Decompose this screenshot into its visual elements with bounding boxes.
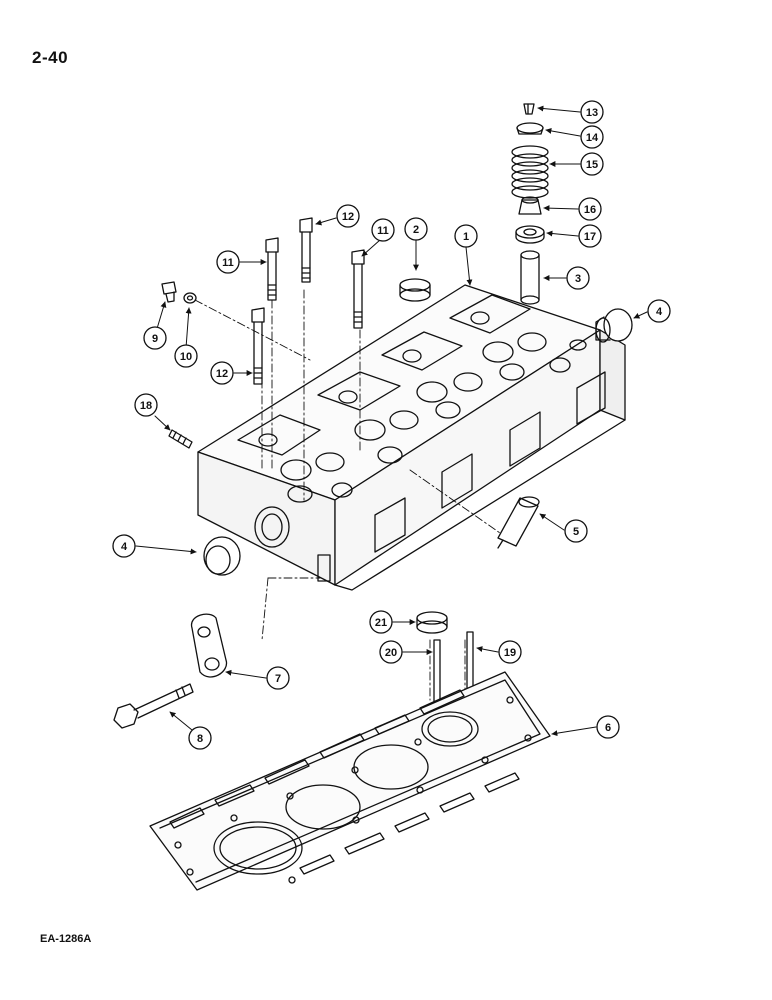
stud-18 bbox=[168, 429, 193, 449]
callout-13: 13 bbox=[580, 100, 604, 124]
callout-16: 16 bbox=[578, 197, 602, 221]
head-bolt-12-left bbox=[251, 307, 265, 385]
callout-4-left: 4 bbox=[112, 534, 136, 558]
expansion-plug-4-left bbox=[203, 536, 241, 576]
spring-seat-17 bbox=[515, 225, 545, 244]
callout-20: 20 bbox=[379, 640, 403, 664]
callout-11-right: 11 bbox=[371, 218, 395, 242]
valve-spring-15 bbox=[511, 145, 549, 199]
callout-8: 8 bbox=[188, 726, 212, 750]
callout-21-label: 21 bbox=[375, 617, 387, 629]
callout-12-left-label: 12 bbox=[216, 368, 228, 380]
valve-stem-seal-16 bbox=[518, 196, 542, 215]
head-bolt-11-right bbox=[351, 249, 365, 329]
callout-7: 7 bbox=[266, 666, 290, 690]
callout-13-label: 13 bbox=[586, 107, 598, 119]
valve-keeper-13 bbox=[523, 103, 535, 115]
callout-8-label: 8 bbox=[197, 733, 203, 745]
callout-19-label: 19 bbox=[504, 647, 516, 659]
callout-10-label: 10 bbox=[180, 351, 192, 363]
callout-6: 6 bbox=[596, 715, 620, 739]
spring-retainer-14 bbox=[516, 122, 544, 135]
cylinder-head bbox=[197, 284, 626, 591]
callout-1: 1 bbox=[454, 224, 478, 248]
valve-seat-insert-21 bbox=[416, 611, 448, 634]
lifting-bracket-7 bbox=[190, 613, 228, 678]
callout-9-label: 9 bbox=[152, 333, 158, 345]
callout-18: 18 bbox=[134, 393, 158, 417]
callout-18-label: 18 bbox=[140, 400, 152, 412]
callout-12-top: 12 bbox=[336, 204, 360, 228]
callout-3: 3 bbox=[566, 266, 590, 290]
callout-17: 17 bbox=[578, 224, 602, 248]
washer-10 bbox=[183, 292, 197, 304]
callout-3-label: 3 bbox=[575, 273, 581, 285]
callout-11-left-label: 11 bbox=[222, 257, 234, 269]
callout-16-label: 16 bbox=[584, 204, 596, 216]
callout-4-left-label: 4 bbox=[121, 541, 128, 553]
callout-2: 2 bbox=[404, 217, 428, 241]
callout-6-label: 6 bbox=[605, 722, 611, 734]
leader-lines bbox=[135, 105, 648, 737]
plug-9 bbox=[161, 281, 177, 303]
callout-14: 14 bbox=[580, 125, 604, 149]
injector-sleeve-5 bbox=[497, 496, 540, 549]
expansion-plug-4-right bbox=[595, 308, 633, 343]
callout-15-label: 15 bbox=[586, 159, 598, 171]
callout-10: 10 bbox=[174, 344, 198, 368]
bolt-8 bbox=[113, 683, 194, 729]
head-bolt-11-left bbox=[265, 237, 279, 301]
callout-4-right: 4 bbox=[647, 299, 671, 323]
page-number: 2-40 bbox=[32, 48, 69, 67]
callout-17-label: 17 bbox=[584, 231, 596, 243]
callouts: 1 2 3 4 4 5 6 7 bbox=[112, 100, 671, 750]
callout-11-left: 11 bbox=[216, 250, 240, 274]
callout-7-label: 7 bbox=[275, 673, 281, 685]
figure-code: EA-1286A bbox=[40, 933, 92, 945]
callout-14-label: 14 bbox=[586, 132, 599, 144]
callout-4-right-label: 4 bbox=[656, 306, 663, 318]
plug-2 bbox=[399, 278, 431, 302]
callout-9: 9 bbox=[143, 326, 167, 350]
callout-21: 21 bbox=[369, 610, 393, 634]
head-bolt-12-center bbox=[299, 217, 313, 283]
callout-5-label: 5 bbox=[573, 526, 579, 538]
valve-guide-3 bbox=[520, 250, 540, 305]
callout-2-label: 2 bbox=[413, 224, 419, 236]
callout-11-right-label: 11 bbox=[377, 225, 389, 237]
callout-12-left: 12 bbox=[210, 361, 234, 385]
callout-1-label: 1 bbox=[463, 231, 469, 243]
callout-5: 5 bbox=[564, 519, 588, 543]
callout-20-label: 20 bbox=[385, 647, 397, 659]
head-gasket-6 bbox=[149, 671, 551, 891]
callout-12-top-label: 12 bbox=[342, 211, 354, 223]
callout-15: 15 bbox=[580, 152, 604, 176]
callout-19: 19 bbox=[498, 640, 522, 664]
